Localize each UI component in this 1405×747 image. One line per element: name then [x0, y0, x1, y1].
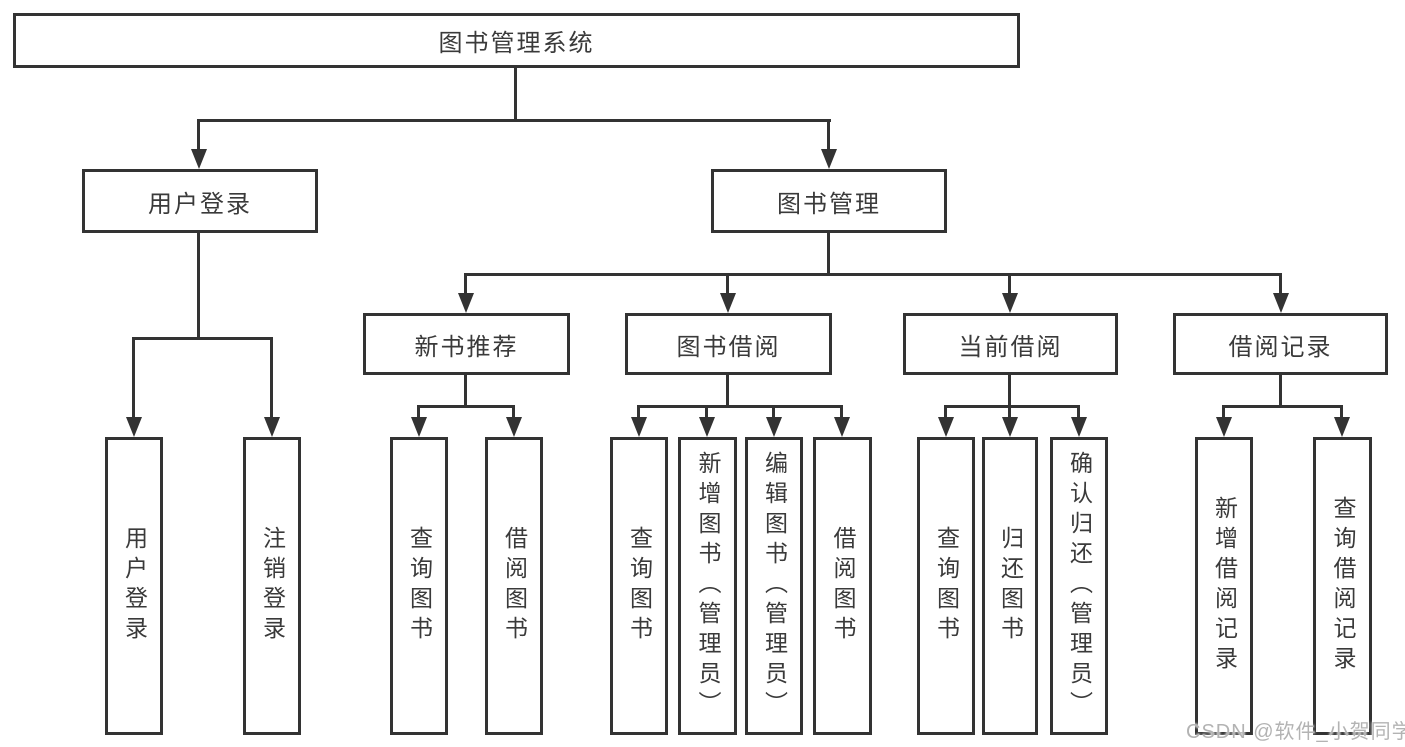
- arrow-down-icon: [631, 417, 647, 437]
- connector-line: [944, 405, 947, 420]
- leaf-label: 新增借阅记录: [1211, 496, 1238, 676]
- arrow-down-icon: [720, 293, 736, 313]
- leaf-query-books-borrow: 查询图书: [610, 437, 668, 735]
- node-user-login: 用户登录: [82, 169, 318, 233]
- connector-line: [840, 405, 843, 420]
- connector-line: [197, 119, 200, 152]
- leaf-label: 确认归还（管理员）: [1066, 451, 1093, 721]
- leaf-label: 新增图书（管理员）: [695, 451, 721, 721]
- leaf-query-borrow-record: 查询借阅记录: [1313, 437, 1372, 735]
- leaf-label: 注销登录: [259, 526, 286, 646]
- node-root: 图书管理系统: [13, 13, 1020, 68]
- arrow-down-icon: [191, 149, 207, 169]
- node-label: 图书管理系统: [438, 30, 595, 57]
- leaf-label: 借阅图书: [501, 526, 528, 646]
- connector-line: [1077, 405, 1080, 420]
- node-label: 用户登录: [148, 190, 252, 218]
- arrow-down-icon: [1071, 417, 1087, 437]
- connector-line: [1222, 405, 1225, 420]
- connector-line: [1279, 375, 1282, 407]
- connector-line: [705, 405, 708, 420]
- leaf-borrow-books-borrow: 借阅图书: [813, 437, 872, 735]
- node-borrow-records: 借阅记录: [1173, 313, 1388, 375]
- connector-line: [132, 337, 273, 340]
- node-label: 图书管理: [777, 190, 881, 218]
- node-label: 借阅记录: [1228, 333, 1333, 361]
- arrow-down-icon: [699, 417, 715, 437]
- connector-line: [197, 119, 831, 122]
- connector-line: [464, 273, 467, 296]
- connector-line: [512, 405, 515, 420]
- leaf-user-login: 用户登录: [105, 437, 163, 735]
- leaf-return-books: 归还图书: [982, 437, 1038, 735]
- node-label: 新书推荐: [414, 333, 519, 361]
- arrow-down-icon: [126, 417, 142, 437]
- connector-line: [197, 233, 200, 339]
- node-book-management: 图书管理: [711, 169, 947, 233]
- arrow-down-icon: [506, 417, 522, 437]
- connector-line: [270, 337, 273, 420]
- connector-line: [464, 375, 467, 407]
- leaf-query-books-recommend: 查询图书: [390, 437, 448, 735]
- arrow-down-icon: [1216, 417, 1232, 437]
- csdn-watermark: CSDN @软件_小贺同学: [1186, 721, 1405, 743]
- connector-line: [132, 337, 135, 420]
- connector-line: [1008, 375, 1011, 407]
- arrow-down-icon: [411, 417, 427, 437]
- node-new-book-recommend: 新书推荐: [363, 313, 570, 375]
- leaf-label: 查询图书: [406, 526, 433, 646]
- leaf-logout: 注销登录: [243, 437, 301, 735]
- connector-line: [637, 405, 843, 408]
- connector-line: [514, 68, 517, 120]
- connector-line: [1340, 405, 1343, 420]
- connector-line: [1222, 405, 1343, 408]
- connector-line: [944, 405, 1080, 408]
- arrow-down-icon: [458, 293, 474, 313]
- connector-line: [417, 405, 420, 420]
- node-label: 图书借阅: [676, 333, 781, 361]
- connector-line: [464, 273, 1282, 276]
- leaf-add-borrow-record: 新增借阅记录: [1195, 437, 1253, 735]
- leaf-add-book-admin: 新增图书（管理员）: [678, 437, 737, 735]
- leaf-label: 查询图书: [626, 526, 653, 646]
- connector-line: [827, 119, 830, 152]
- leaf-query-books-current: 查询图书: [917, 437, 975, 735]
- leaf-confirm-return-admin: 确认归还（管理员）: [1050, 437, 1108, 735]
- arrow-down-icon: [264, 417, 280, 437]
- leaf-label: 用户登录: [121, 526, 148, 646]
- leaf-label: 编辑图书（管理员）: [761, 451, 788, 721]
- arrow-down-icon: [1273, 293, 1289, 313]
- arrow-down-icon: [834, 417, 850, 437]
- connector-line: [417, 405, 515, 408]
- arrow-down-icon: [1002, 417, 1018, 437]
- leaf-label: 借阅图书: [830, 526, 856, 646]
- connector-line: [772, 405, 775, 420]
- node-label: 当前借阅: [958, 333, 1063, 361]
- arrow-down-icon: [938, 417, 954, 437]
- node-book-borrow: 图书借阅: [625, 313, 832, 375]
- leaf-label: 查询图书: [933, 526, 960, 646]
- leaf-label: 查询借阅记录: [1330, 496, 1356, 676]
- connector-line: [1279, 273, 1282, 296]
- arrow-down-icon: [821, 149, 837, 169]
- arrow-down-icon: [1002, 293, 1018, 313]
- connector-line: [827, 233, 830, 275]
- node-current-borrow: 当前借阅: [903, 313, 1118, 375]
- connector-line: [1008, 405, 1011, 420]
- connector-line: [637, 405, 640, 420]
- arrow-down-icon: [766, 417, 782, 437]
- arrow-down-icon: [1334, 417, 1350, 437]
- leaf-label: 归还图书: [997, 526, 1024, 646]
- connector-line: [726, 273, 729, 296]
- leaf-edit-book-admin: 编辑图书（管理员）: [745, 437, 803, 735]
- connector-line: [726, 375, 729, 407]
- connector-line: [1008, 273, 1011, 296]
- leaf-borrow-books-recommend: 借阅图书: [485, 437, 543, 735]
